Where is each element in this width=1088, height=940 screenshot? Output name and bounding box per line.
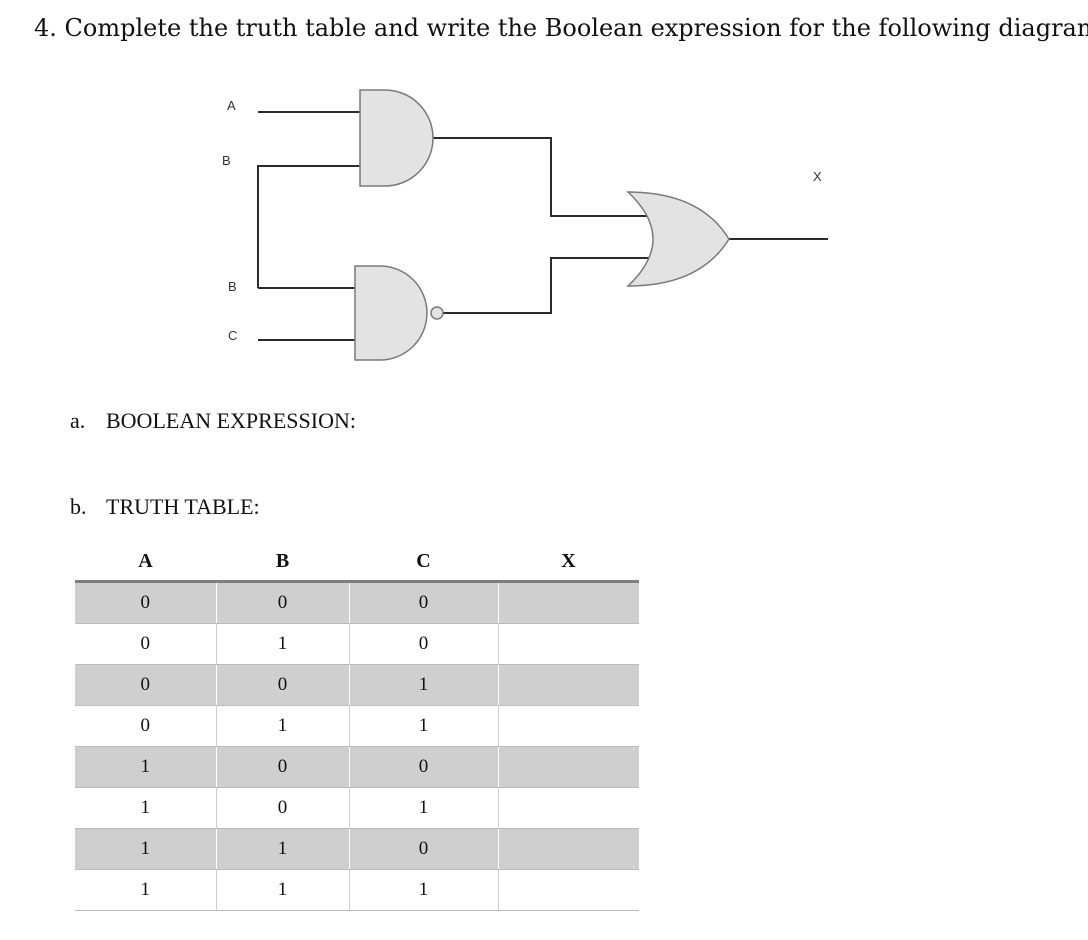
- cell-a: 0: [75, 664, 216, 706]
- cell-x[interactable]: [497, 828, 639, 870]
- section-boolean-expression: a. BOOLEAN EXPRESSION:: [70, 408, 356, 434]
- question-heading: 4. Complete the truth table and write th…: [34, 14, 1088, 42]
- header-a: A: [75, 543, 216, 583]
- cell-b: 0: [215, 787, 349, 829]
- cell-c: 1: [348, 869, 498, 911]
- or-gate: [626, 191, 730, 287]
- cell-a: 1: [75, 869, 216, 911]
- logic-gate-diagram: A B B C X: [222, 89, 828, 361]
- wires: [257, 111, 828, 341]
- label-x: X: [813, 169, 822, 184]
- section-b-marker: b.: [70, 494, 87, 519]
- cell-b: 0: [215, 581, 349, 624]
- cell-c: 0: [348, 746, 498, 788]
- label-b-top: B: [222, 153, 231, 168]
- section-b-title: TRUTH TABLE:: [106, 494, 260, 519]
- cell-b: 0: [215, 664, 349, 706]
- table-row: 0 0 0: [75, 581, 639, 624]
- header-x: X: [498, 543, 639, 583]
- nand-bubble: [430, 306, 444, 320]
- cell-a: 0: [75, 705, 216, 747]
- cell-x[interactable]: [497, 581, 639, 624]
- question-text: Complete the truth table and write the B…: [64, 14, 1088, 42]
- wire-input-b: [257, 165, 360, 288]
- cell-x[interactable]: [497, 869, 639, 911]
- cell-a: 1: [75, 746, 216, 788]
- label-a: A: [227, 98, 236, 113]
- table-row: 0 1 1: [75, 705, 639, 747]
- label-b-bottom: B: [228, 279, 237, 294]
- wire-and-to-or: [433, 137, 660, 217]
- table-row: 1 0 0: [75, 746, 639, 788]
- cell-b: 1: [215, 869, 349, 911]
- cell-x[interactable]: [497, 746, 639, 788]
- cell-x[interactable]: [497, 664, 639, 706]
- cell-c: 1: [348, 705, 498, 747]
- table-row: 1 1 0: [75, 828, 639, 870]
- cell-b: 1: [215, 623, 349, 665]
- cell-a: 0: [75, 581, 216, 624]
- cell-b: 1: [215, 705, 349, 747]
- cell-c: 0: [348, 828, 498, 870]
- truth-table: A B C X 0 0 0 0 1 0 0 0 1 0 1 1: [75, 543, 639, 911]
- table-row: 0 0 1: [75, 664, 639, 706]
- cell-b: 1: [215, 828, 349, 870]
- cell-c: 1: [348, 664, 498, 706]
- table-row: 1 1 1: [75, 869, 639, 911]
- nand-gate: [354, 265, 428, 361]
- table-row: 0 1 0: [75, 623, 639, 665]
- cell-a: 1: [75, 828, 216, 870]
- cell-c: 1: [348, 787, 498, 829]
- question-number: 4.: [34, 14, 57, 42]
- and-gate: [359, 89, 434, 187]
- cell-c: 0: [348, 623, 498, 665]
- cell-x[interactable]: [497, 787, 639, 829]
- cell-x[interactable]: [497, 705, 639, 747]
- header-c: C: [349, 543, 498, 583]
- cell-x[interactable]: [497, 623, 639, 665]
- cell-a: 0: [75, 623, 216, 665]
- section-truth-table: b. TRUTH TABLE:: [70, 494, 260, 520]
- section-a-title: BOOLEAN EXPRESSION:: [106, 408, 356, 433]
- table-row: 1 0 1: [75, 787, 639, 829]
- header-b: B: [216, 543, 349, 583]
- cell-b: 0: [215, 746, 349, 788]
- truth-table-header-row: A B C X: [75, 543, 639, 583]
- label-c: C: [228, 328, 237, 343]
- cell-a: 1: [75, 787, 216, 829]
- cell-c: 0: [348, 581, 498, 624]
- wire-nand-to-or: [443, 257, 660, 314]
- section-a-marker: a.: [70, 408, 86, 433]
